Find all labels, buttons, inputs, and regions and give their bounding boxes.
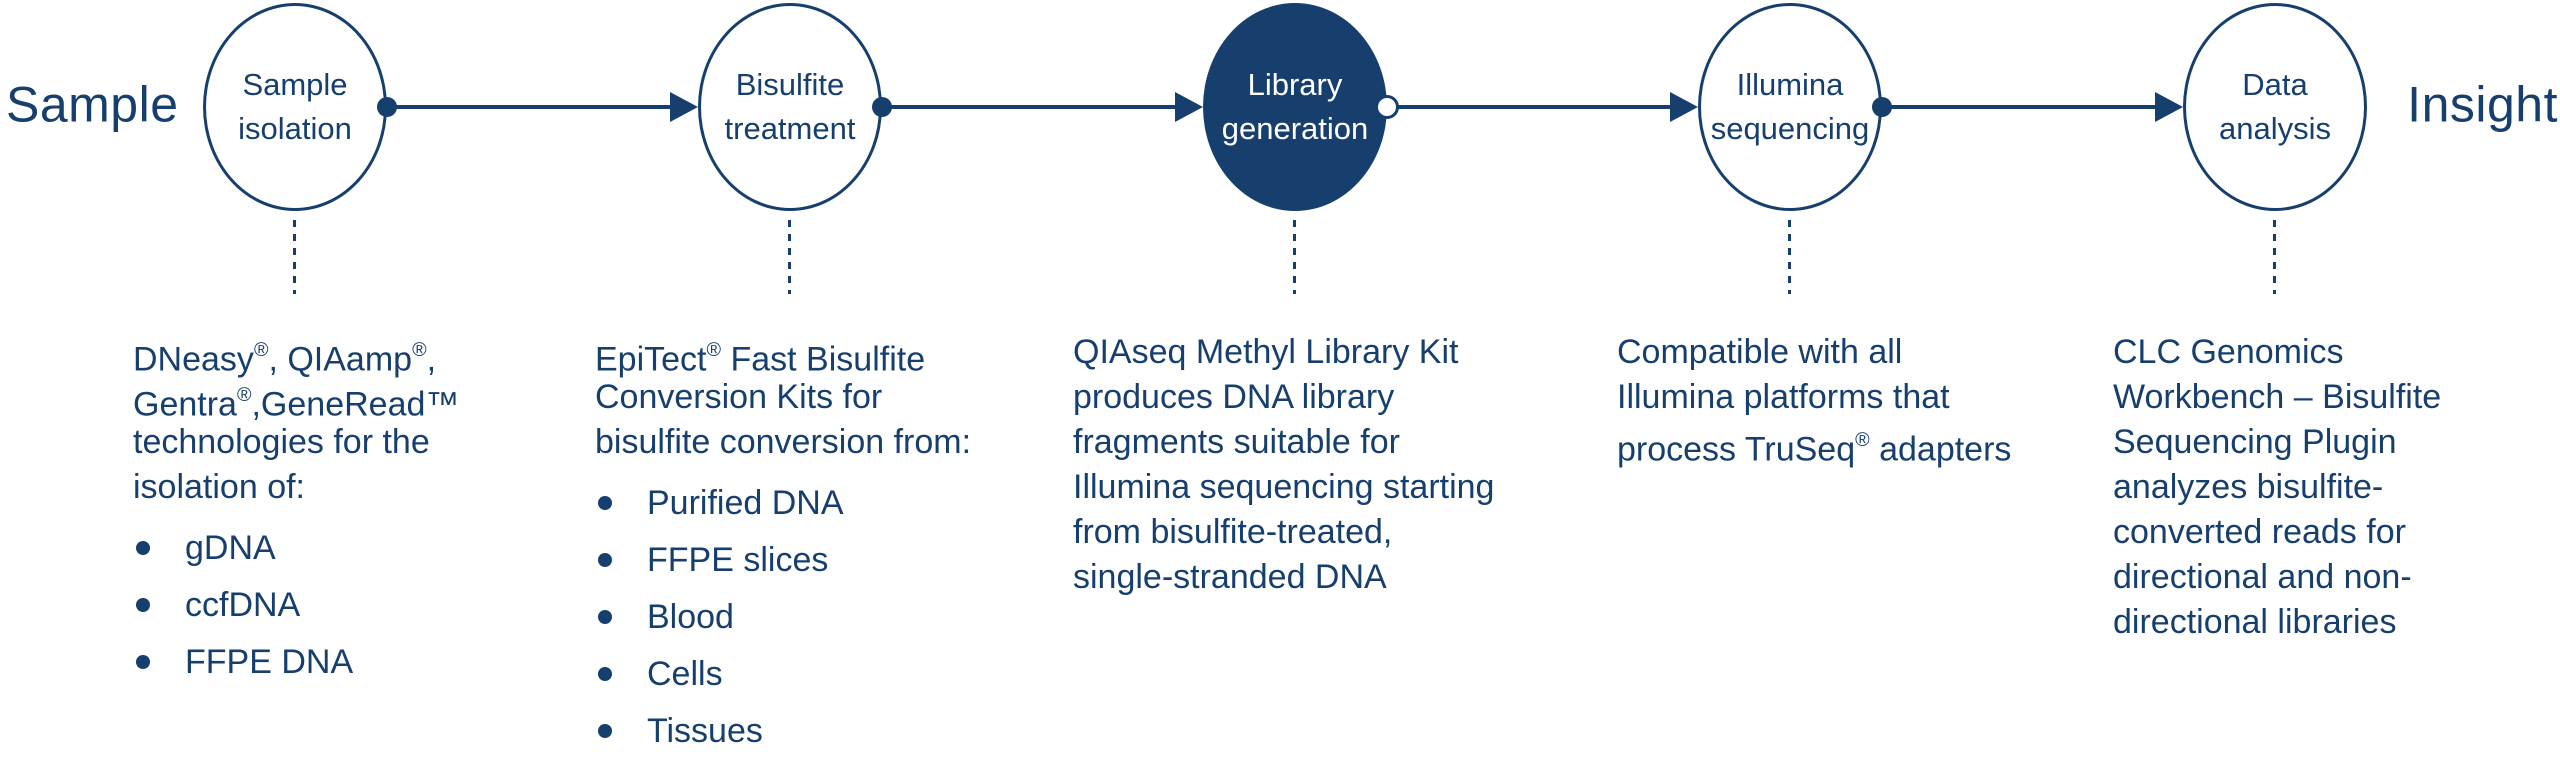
description-line: Illumina platforms that <box>1617 378 1950 416</box>
connector-dot <box>377 97 397 117</box>
description-line: analyzes bisulfite- <box>2113 468 2384 506</box>
bullet-item: Purified DNA <box>595 481 971 525</box>
dotted-connector-line <box>1788 220 1791 294</box>
stage-label-line-2: analysis <box>2219 111 2331 146</box>
description-line: directional libraries <box>2113 603 2397 641</box>
bullet-item: FFPE DNA <box>133 640 459 684</box>
end-label: Insight <box>2407 76 2558 133</box>
dotted-connector-line <box>1293 220 1296 294</box>
description-line: EpiTect® Fast Bisulfite <box>595 339 926 379</box>
description-line: Sequencing Plugin <box>2113 423 2397 461</box>
bullet-item: Tissues <box>595 709 971 753</box>
description-line: fragments suitable for <box>1073 423 1400 461</box>
bullet-item: gDNA <box>133 526 459 570</box>
flow-arrowhead-icon <box>670 92 698 122</box>
flow-arrowhead-icon <box>1670 92 1698 122</box>
description-line: CLC Genomics <box>2113 333 2344 371</box>
bullet-item: ccfDNA <box>133 583 459 627</box>
description-line: Compatible with all <box>1617 333 1903 371</box>
description-line: converted reads for <box>2113 513 2406 551</box>
connector-dot <box>872 97 892 117</box>
flow-arrow-line <box>395 105 670 109</box>
stage-label-line-1: Illumina <box>1736 67 1844 102</box>
registered-trademark-symbol: ® <box>1855 429 1870 451</box>
flow-arrow-line <box>1890 105 2155 109</box>
stage-label-line-2: sequencing <box>1710 111 1870 146</box>
description-line: technologies for the <box>133 423 430 461</box>
stage-label-line-1: Bisulfite <box>735 67 845 102</box>
stage-library-generation: Library generation <box>1203 0 1387 300</box>
flow-arrow-line <box>1395 105 1670 109</box>
stage-bisulfite-treatment: Bisulfite treatment <box>698 0 882 300</box>
stage-circle-bisulfite-treatment: Bisulfite treatment <box>698 3 882 211</box>
dotted-connector-line <box>2273 220 2276 294</box>
stage-label-line-2: isolation <box>238 111 352 146</box>
bullet-item: FFPE slices <box>595 538 971 582</box>
description-line: Gentra®,GeneRead™ <box>133 384 460 424</box>
stage-label-line-2: treatment <box>724 111 856 146</box>
flow-arrowhead-icon <box>1175 92 1203 122</box>
stage-label-line-2: generation <box>1221 111 1369 146</box>
stage-circle-data-analysis: Data analysis <box>2183 3 2367 211</box>
dotted-connector-line <box>788 220 791 294</box>
description-line: isolation of: <box>133 468 305 506</box>
description-line: DNeasy®, QIAamp®, <box>133 339 437 379</box>
registered-trademark-symbol: ® <box>253 339 269 361</box>
start-label: Sample <box>6 76 179 133</box>
description-line: process TruSeq® adapters <box>1617 429 2012 469</box>
registered-trademark-symbol: ® <box>706 339 722 361</box>
description-line: single-stranded DNA <box>1073 558 1387 596</box>
description-line: Conversion Kits for <box>595 378 883 416</box>
description-paragraph: QIAseq Methyl Library Kit produces DNA li… <box>1073 330 1494 600</box>
dotted-connector-line <box>293 220 296 294</box>
stage-data-analysis: Data analysis <box>2183 0 2367 300</box>
stage-circle-sample-isolation: Sample isolation <box>203 3 387 211</box>
registered-trademark-symbol: ® <box>236 384 252 406</box>
stage-description-library-generation: QIAseq Methyl Library Kit produces DNA li… <box>1073 330 1494 600</box>
description-line: Workbench – Bisulfite <box>2113 378 2442 416</box>
stage-label-line-1: Data <box>2242 67 2308 102</box>
stage-label-line-1: Library <box>1247 67 1343 102</box>
connector-dot <box>1872 97 1892 117</box>
bullet-item: Cells <box>595 652 971 696</box>
stage-label-line-1: Sample <box>242 67 348 102</box>
bullet-list: gDNA ccfDNA FFPE DNA <box>133 526 459 684</box>
flow-arrow-line <box>890 105 1175 109</box>
description-line: directional and non- <box>2113 558 2412 596</box>
description-line: QIAseq Methyl Library Kit <box>1073 333 1459 371</box>
bullet-item: Blood <box>595 595 971 639</box>
stage-illumina-sequencing: Illumina sequencing <box>1698 0 1882 300</box>
stage-circle-illumina-sequencing: Illumina sequencing <box>1698 3 1882 211</box>
description-line: from bisulfite-treated, <box>1073 513 1393 551</box>
stage-sample-isolation: Sample isolation <box>203 0 387 300</box>
stage-circle-library-generation: Library generation <box>1203 3 1387 211</box>
registered-trademark-symbol: ® <box>412 339 427 361</box>
description-line: produces DNA library <box>1073 378 1395 416</box>
flow-arrowhead-icon <box>2155 92 2183 122</box>
description-line: Illumina sequencing starting <box>1073 468 1495 506</box>
description-line: bisulfite conversion from: <box>595 423 972 461</box>
connector-dot-open <box>1375 95 1399 119</box>
